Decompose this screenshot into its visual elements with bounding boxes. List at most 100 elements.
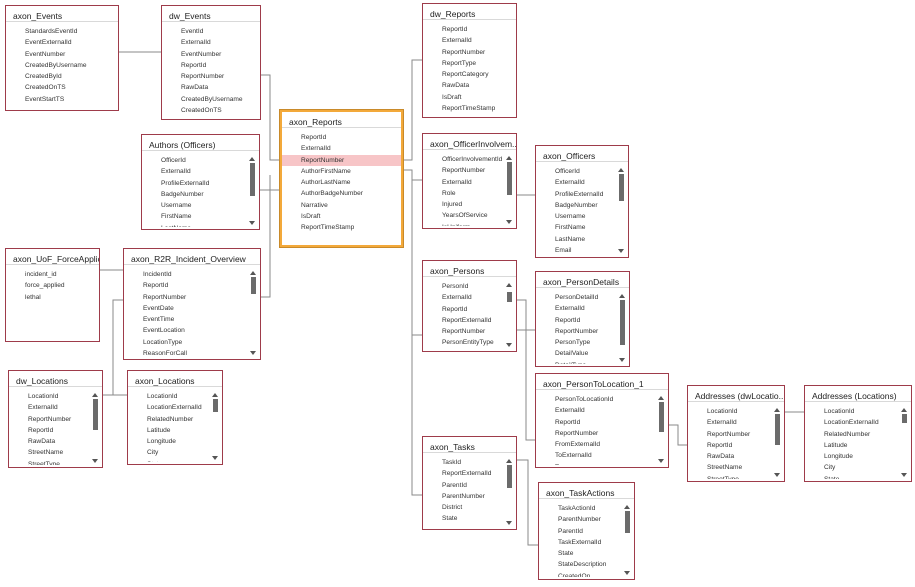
scrollbar[interactable]: [249, 157, 256, 225]
field-row[interactable]: ExternalId: [442, 37, 472, 45]
scrollbar[interactable]: [506, 156, 513, 224]
field-row[interactable]: ExternalId: [301, 145, 331, 153]
field-row[interactable]: incident_id: [25, 271, 57, 278]
field-row[interactable]: ReportId: [28, 426, 54, 434]
field-row[interactable]: RelatedNumber: [824, 430, 871, 438]
field-row[interactable]: CreatedByUsername: [181, 95, 243, 103]
field-row[interactable]: Username: [161, 202, 192, 210]
scrollbar[interactable]: [250, 271, 257, 355]
scroll-thumb[interactable]: [620, 300, 625, 345]
field-row[interactable]: ParentNumber: [442, 492, 485, 500]
scroll-down-icon[interactable]: [658, 459, 664, 463]
scrollbar[interactable]: [92, 393, 99, 463]
field-row[interactable]: LocationId: [707, 408, 738, 415]
field-row[interactable]: PersonEntityType: [442, 339, 494, 347]
table-title[interactable]: axon_UoF_ForceApplic...: [6, 249, 99, 265]
scroll-thumb[interactable]: [93, 399, 98, 430]
scroll-thumb[interactable]: [659, 402, 664, 432]
field-row[interactable]: ReportId: [301, 134, 327, 141]
field-row[interactable]: AuthorFirstName: [301, 167, 351, 175]
scroll-up-icon[interactable]: [506, 156, 512, 160]
field-row[interactable]: ReportNumber: [282, 154, 401, 166]
field-row[interactable]: DetailType: [536, 360, 629, 364]
scroll-down-icon[interactable]: [249, 221, 255, 225]
field-row[interactable]: DetailValue: [555, 350, 589, 358]
field-row[interactable]: ReportNumber: [555, 429, 599, 437]
field-row[interactable]: ExternalId: [555, 179, 585, 187]
field-row[interactable]: StreetType: [688, 474, 784, 479]
scrollbar[interactable]: [658, 396, 665, 463]
field-row[interactable]: BadgeNumber: [555, 201, 598, 209]
field-row[interactable]: TaskExternalId: [558, 538, 602, 546]
field-row[interactable]: TaskId: [442, 459, 462, 466]
field-row[interactable]: Latitude: [824, 441, 848, 449]
field-row[interactable]: EventNumber: [25, 50, 66, 58]
field-row[interactable]: LocationId: [147, 393, 178, 400]
scrollbar[interactable]: [618, 168, 625, 253]
field-row[interactable]: BadgeNumber: [161, 190, 204, 198]
field-row[interactable]: State: [128, 459, 222, 462]
scrollbar[interactable]: [506, 459, 513, 525]
field-row[interactable]: City: [147, 449, 159, 457]
field-row[interactable]: ParentId: [442, 481, 467, 489]
field-row[interactable]: ReportNumber: [181, 73, 225, 81]
field-row[interactable]: State: [805, 474, 911, 479]
field-row[interactable]: ExternalId: [161, 168, 191, 176]
scroll-thumb[interactable]: [619, 174, 624, 201]
field-row[interactable]: ReportNumber: [442, 48, 486, 56]
scroll-thumb[interactable]: [507, 291, 512, 302]
field-row[interactable]: OfficerInvolvementId: [442, 156, 503, 163]
scroll-thumb[interactable]: [507, 162, 512, 195]
scroll-thumb[interactable]: [251, 277, 256, 294]
field-row[interactable]: ReportTimeStamp: [442, 105, 496, 113]
table-title[interactable]: Addresses (dwLocatio...: [688, 386, 784, 402]
table-title[interactable]: axon_TaskActions: [539, 483, 634, 499]
field-row[interactable]: ReportId: [143, 282, 169, 290]
field-row[interactable]: ToExternalId: [555, 452, 592, 460]
table-title[interactable]: axon_Officers: [536, 146, 628, 162]
field-row[interactable]: EventStartTS: [25, 95, 65, 103]
table-title[interactable]: axon_Locations: [128, 371, 222, 387]
field-row[interactable]: EventLocation: [143, 327, 185, 335]
field-row[interactable]: RawData: [28, 438, 56, 446]
field-row[interactable]: YearsOfService: [442, 212, 488, 220]
field-row[interactable]: StreetName: [28, 449, 64, 457]
field-row[interactable]: ReportNumber: [442, 328, 486, 336]
field-row[interactable]: ReportCategory: [442, 71, 489, 79]
field-row[interactable]: CreatedByUsername: [25, 61, 87, 69]
field-row[interactable]: StateDescription: [423, 525, 516, 528]
field-row[interactable]: ProfileExternalId: [555, 190, 604, 198]
scroll-up-icon[interactable]: [658, 396, 664, 400]
scroll-up-icon[interactable]: [624, 505, 630, 509]
field-row[interactable]: EventNumber: [181, 50, 222, 58]
field-row[interactable]: lethal: [25, 293, 41, 301]
field-row[interactable]: IsUniform: [423, 222, 516, 226]
field-row[interactable]: StreetType: [28, 460, 60, 465]
field-row[interactable]: PersonId: [442, 283, 469, 290]
table-title[interactable]: axon_R2R_Incident_Overview: [124, 249, 260, 265]
field-row[interactable]: LocationType: [143, 338, 183, 346]
field-row[interactable]: LocationExternalId: [147, 404, 202, 412]
field-row[interactable]: LocationId: [28, 393, 59, 400]
field-row[interactable]: ParentId: [558, 527, 583, 535]
field-row[interactable]: Longitude: [824, 453, 853, 461]
field-row[interactable]: ReportNumber: [143, 293, 187, 301]
table-title[interactable]: axon_Persons: [423, 261, 516, 277]
field-row[interactable]: City: [824, 464, 836, 472]
field-row[interactable]: ReportExternalId: [442, 470, 492, 478]
field-row[interactable]: ReportId: [442, 305, 468, 313]
field-row[interactable]: CreatedOn: [558, 572, 591, 577]
scroll-up-icon[interactable]: [92, 393, 98, 397]
scroll-up-icon[interactable]: [506, 459, 512, 463]
scroll-down-icon[interactable]: [624, 571, 630, 575]
scroll-down-icon[interactable]: [506, 220, 512, 224]
scroll-up-icon[interactable]: [249, 157, 255, 161]
field-row[interactable]: ReportId: [555, 418, 581, 426]
field-row[interactable]: IncidentId: [143, 271, 172, 278]
